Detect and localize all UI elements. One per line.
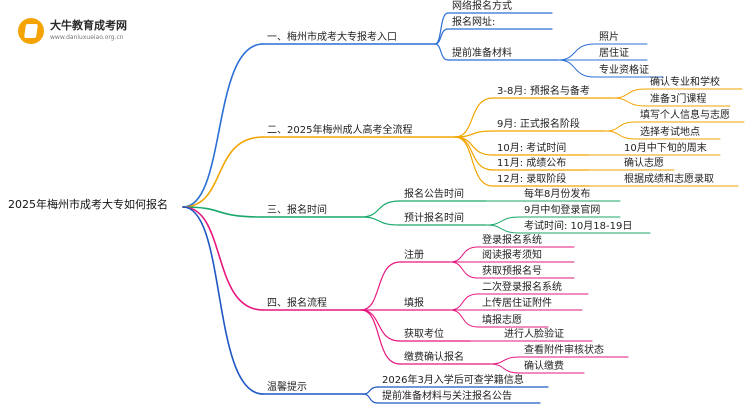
leaf-topic: 获取预报名号 (482, 266, 542, 277)
subtopic: 提前准备材料 (452, 48, 512, 59)
leaf-topic: 专业资格证 (599, 65, 649, 76)
leaf-topic: 选择考试地点 (640, 127, 700, 138)
branch-connector (182, 206, 264, 395)
subtopic: 注册 (404, 250, 424, 261)
leaf-connector (485, 224, 521, 234)
leaf-connector (449, 261, 479, 279)
leaf-topic: 登录报名系统 (482, 235, 542, 246)
leaf-topic: 每年8月份发布 (524, 189, 591, 200)
leaf-topic: 9月中旬登录官网 (524, 205, 601, 216)
leaf-topic: 准备3门课程 (650, 94, 707, 105)
leaf-topic: 考试时间: 10月18-19日 (524, 221, 633, 232)
branch-topic: 三、报名时间 (267, 205, 327, 216)
brand-logo-icon (18, 18, 44, 44)
leaf-connector (604, 130, 637, 140)
leaf-topic: 根据成绩和志愿录取 (624, 174, 714, 185)
subtopic: 填报 (404, 298, 424, 309)
subtopic: 网络报名方式 (452, 1, 512, 12)
subtopic: 预计报名时间 (404, 213, 464, 224)
subtopic: 11月: 成绩公布 (497, 158, 567, 169)
leaf-topic: 填报志愿 (482, 315, 522, 326)
leaf-connector (557, 43, 596, 61)
branch-connector (182, 206, 264, 218)
subtopic: 3-8月: 预报名与备考 (497, 86, 590, 97)
branch-topic: 温馨提示 (267, 382, 307, 393)
leaf-topic: 10月中下旬的周末 (624, 143, 707, 154)
root-topic: 2025年梅州市成考大专如何报名 (8, 198, 168, 211)
leaf-connector (449, 309, 479, 328)
subtopic-connector (362, 386, 379, 395)
subtopic-connector (360, 309, 401, 365)
leaf-connector (449, 246, 479, 263)
leaf-topic: 查看附件审核状态 (524, 345, 604, 356)
leaf-connector (557, 59, 596, 78)
leaf-topic: 阅读报考须知 (482, 250, 542, 261)
branch-connector (182, 43, 264, 208)
leaf-topic: 照片 (599, 32, 619, 43)
leaf-connector (612, 88, 647, 99)
leaf-topic: 填写个人信息与志愿 (640, 110, 730, 121)
subtopic: 9月: 正式报名阶段 (497, 119, 580, 130)
subtopic: 12月: 录取阶段 (497, 174, 567, 185)
subtopic-connector (434, 28, 449, 45)
subtopic: 提前准备材料与关注报名公告 (382, 391, 512, 402)
subtopic-connector (454, 97, 494, 138)
subtopic: 缴费确认报名 (404, 352, 464, 363)
brand-name: 大牛教育成考网 (50, 19, 127, 32)
subtopic-connector (434, 12, 449, 45)
leaf-topic: 上传居住证附件 (482, 298, 552, 309)
subtopic-connector (360, 216, 401, 226)
brand-url: www.daniuxueiao.org.cn (50, 34, 124, 41)
subtopic-connector (360, 200, 401, 218)
leaf-topic: 确认缴费 (524, 361, 564, 372)
branch-topic: 二、2025年梅州成人高考全流程 (267, 125, 413, 136)
leaf-connector (612, 97, 647, 107)
leaf-connector (485, 216, 521, 226)
subtopic-connector (454, 136, 494, 187)
branch-topic: 四、报名流程 (267, 298, 327, 309)
leaf-topic: 二次登录报名系统 (482, 282, 562, 293)
leaf-connector (489, 363, 521, 374)
subtopic-connector (360, 261, 401, 311)
subtopic: 获取考位 (404, 329, 444, 340)
branch-connector (182, 206, 264, 311)
subtopic-connector (362, 393, 379, 404)
subtopic: 10月: 考试时间 (497, 143, 567, 154)
leaf-connector (604, 121, 637, 132)
leaf-topic: 确认专业和学校 (650, 77, 720, 88)
subtopic: 报名公告时间 (404, 189, 464, 200)
subtopic-connector (360, 309, 401, 342)
subtopic: 2026年3月入学后可查学籍信息 (382, 375, 524, 386)
branch-topic: 一、梅州市成考大专报考入口 (267, 32, 397, 43)
brand-watermark: 大牛教育成考网 www.daniuxueiao.org.cn (18, 16, 130, 48)
leaf-topic: 确认志愿 (624, 158, 664, 169)
leaf-connector (489, 356, 521, 365)
subtopic-connector (454, 136, 494, 156)
branch-connector (182, 136, 264, 208)
leaf-connector (449, 293, 479, 311)
subtopic: 报名网址: (452, 17, 496, 28)
subtopic-connector (434, 43, 449, 61)
leaf-topic: 进行人脸验证 (504, 329, 564, 340)
leaf-topic: 居住证 (599, 48, 629, 59)
